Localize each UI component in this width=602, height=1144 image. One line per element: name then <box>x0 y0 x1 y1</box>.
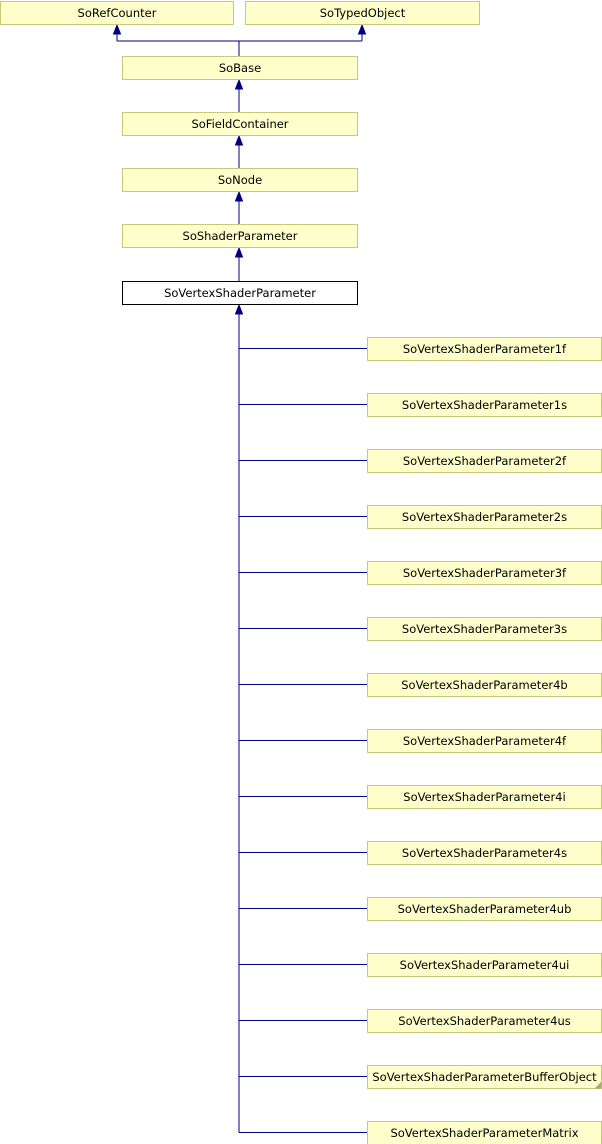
node-so-vertex-shader-parameter1f[interactable]: SoVertexShaderParameter1f <box>367 337 602 361</box>
node-so-vertex-shader-parameter3s[interactable]: SoVertexShaderParameter3s <box>367 617 602 641</box>
node-so-vertex-shader-parameter2s[interactable]: SoVertexShaderParameter2s <box>367 505 602 529</box>
node-so-shader-parameter[interactable]: SoShaderParameter <box>122 224 358 248</box>
arrowhead-icon <box>112 23 122 35</box>
node-so-vertex-shader-parameter-matrix[interactable]: SoVertexShaderParameterMatrix <box>367 1121 602 1144</box>
node-label: SoVertexShaderParameter3f <box>403 566 567 580</box>
edge-so-shader-parameter-to-so-node <box>234 190 244 224</box>
node-so-field-container[interactable]: SoFieldContainer <box>122 112 358 136</box>
edge-so-vertex-shader-parameter-to-so-shader-parameter <box>234 246 244 281</box>
node-box <box>245 1 480 25</box>
node-label: SoVertexShaderParameter4i <box>403 790 565 804</box>
node-box <box>122 56 358 80</box>
node-so-vertex-shader-parameter: SoVertexShaderParameter <box>122 281 358 305</box>
arrowhead-icon <box>234 246 244 258</box>
edge-so-field-container-to-so-base <box>234 78 244 112</box>
node-so-vertex-shader-parameter3f[interactable]: SoVertexShaderParameter3f <box>367 561 602 585</box>
node-box <box>122 224 358 248</box>
node-box <box>0 1 234 25</box>
node-label: SoBase <box>219 61 261 75</box>
node-label: SoShaderParameter <box>183 229 298 243</box>
inheritance-edges <box>112 23 367 1133</box>
node-label: SoVertexShaderParameter4ub <box>398 902 572 916</box>
node-label: SoVertexShaderParameterMatrix <box>390 1126 578 1140</box>
arrowhead-icon <box>357 23 367 35</box>
node-so-vertex-shader-parameter4s[interactable]: SoVertexShaderParameter4s <box>367 841 602 865</box>
node-label: SoVertexShaderParameter <box>164 286 316 300</box>
node-label: SoTypedObject <box>320 6 406 20</box>
node-so-vertex-shader-parameter4b[interactable]: SoVertexShaderParameter4b <box>367 673 602 697</box>
node-so-vertex-shader-parameter4us[interactable]: SoVertexShaderParameter4us <box>367 1009 602 1033</box>
node-box <box>122 168 358 192</box>
node-so-node[interactable]: SoNode <box>122 168 358 192</box>
node-so-vertex-shader-parameter4ub[interactable]: SoVertexShaderParameter4ub <box>367 897 602 921</box>
node-label: SoVertexShaderParameter4s <box>402 846 567 860</box>
node-label: SoFieldContainer <box>191 117 288 131</box>
node-box <box>122 281 358 305</box>
node-so-vertex-shader-parameter4ui[interactable]: SoVertexShaderParameter4ui <box>367 953 602 977</box>
node-label: SoVertexShaderParameter4b <box>401 678 568 692</box>
node-label: SoVertexShaderParameter1f <box>403 342 567 356</box>
node-label: SoVertexShaderParameter4us <box>398 1014 570 1028</box>
node-so-base[interactable]: SoBase <box>122 56 358 80</box>
node-so-ref-counter[interactable]: SoRefCounter <box>0 1 234 25</box>
truncated-corner-icon <box>594 1081 602 1089</box>
node-label: SoRefCounter <box>78 6 157 20</box>
node-box <box>122 112 358 136</box>
arrowhead-icon <box>234 303 244 315</box>
node-label: SoVertexShaderParameter2s <box>402 510 567 524</box>
arrowhead-icon <box>234 134 244 146</box>
node-so-vertex-shader-parameter4i[interactable]: SoVertexShaderParameter4i <box>367 785 602 809</box>
node-label: SoNode <box>218 173 262 187</box>
node-so-vertex-shader-parameter1s[interactable]: SoVertexShaderParameter1s <box>367 393 602 417</box>
node-label: SoVertexShaderParameterBufferObject <box>372 1070 597 1084</box>
node-so-typed-object[interactable]: SoTypedObject <box>245 1 480 25</box>
node-label: SoVertexShaderParameter4f <box>403 734 567 748</box>
edge-children-trunk <box>234 303 244 1133</box>
node-so-vertex-shader-parameter-buffer-object[interactable]: SoVertexShaderParameterBufferObject <box>367 1065 602 1089</box>
node-so-vertex-shader-parameter4f[interactable]: SoVertexShaderParameter4f <box>367 729 602 753</box>
node-label: SoVertexShaderParameter3s <box>402 622 567 636</box>
edge-sobase-to-parents <box>112 23 367 56</box>
node-so-vertex-shader-parameter2f[interactable]: SoVertexShaderParameter2f <box>367 449 602 473</box>
node-label: SoVertexShaderParameter1s <box>402 398 567 412</box>
node-label: SoVertexShaderParameter2f <box>403 454 567 468</box>
arrowhead-icon <box>234 78 244 90</box>
node-label: SoVertexShaderParameter4ui <box>400 958 570 972</box>
edge-so-node-to-so-field-container <box>234 134 244 168</box>
arrowhead-icon <box>234 190 244 202</box>
